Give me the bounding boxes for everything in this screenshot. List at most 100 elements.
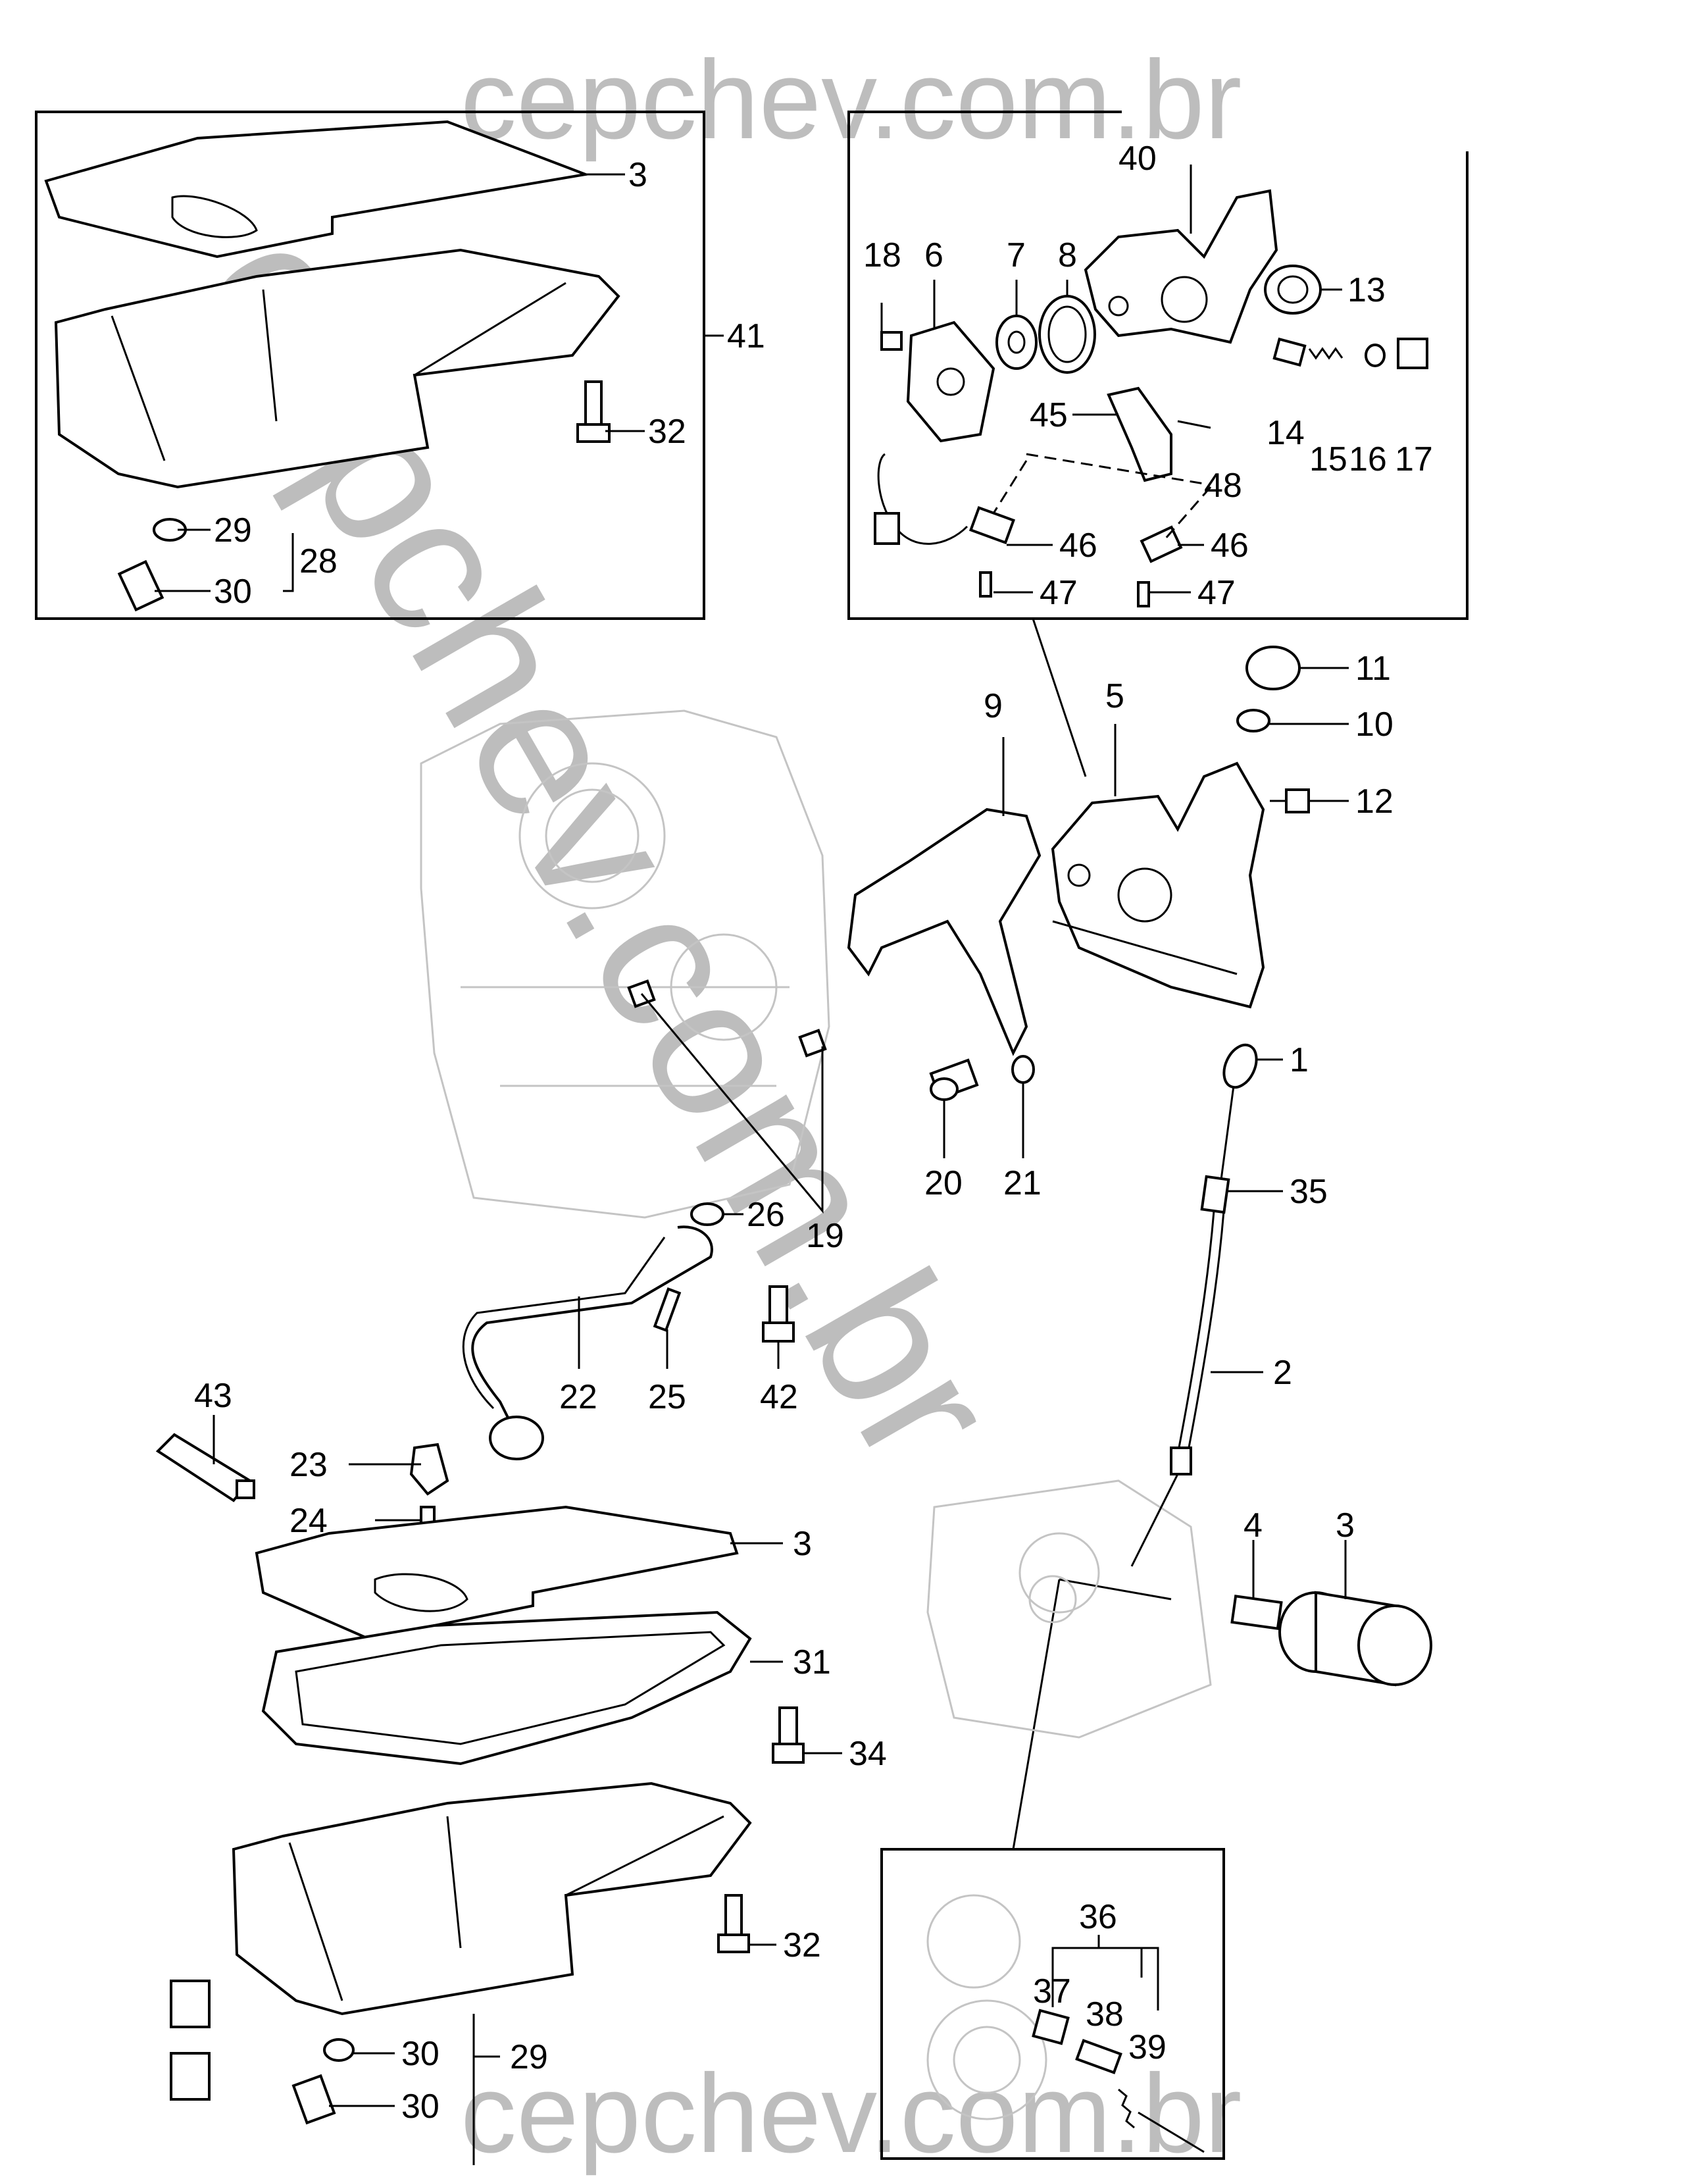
callout-29-lower: 30 xyxy=(401,2035,440,2073)
callout-31: 31 xyxy=(793,1643,831,1681)
callout-18: 17 xyxy=(1395,440,1433,478)
bolt-34 xyxy=(772,1706,805,1764)
oil-pump-housing-inset xyxy=(1084,189,1278,344)
callout-11: 10 xyxy=(1355,705,1394,744)
outer-rotor xyxy=(1038,295,1096,374)
relief-valve-parts xyxy=(1272,337,1428,369)
callout-13: 12 xyxy=(1355,782,1394,821)
drain-plug-lower xyxy=(291,2038,355,2125)
filter-nipple-5 xyxy=(1230,1595,1283,1630)
callout-42: 42 xyxy=(760,1378,798,1416)
callout-2: 2 xyxy=(1273,1354,1292,1392)
inset-pressure-valve-box xyxy=(880,1848,1225,2160)
dash-line xyxy=(1026,453,1205,485)
oil-filter-4 xyxy=(1278,1591,1432,1687)
cap-12 xyxy=(1245,646,1301,690)
callout-9: 8 xyxy=(1058,236,1077,274)
callout-19: 18 xyxy=(863,236,901,274)
dipstick xyxy=(1130,1043,1258,1567)
drain-plug-top xyxy=(117,518,187,612)
callout-12: 11 xyxy=(1355,650,1391,688)
valve-spring-39 xyxy=(1118,2088,1205,2153)
callout-3: 3 xyxy=(628,156,647,194)
bolt-42 xyxy=(762,1285,795,1343)
inset-oil-pan-box xyxy=(35,111,705,620)
callout-27: 26 xyxy=(747,1196,785,1234)
oil-pump-main xyxy=(1051,761,1265,1009)
callout-17: 16 xyxy=(1349,440,1387,478)
inset-oil-pump-box xyxy=(847,111,1469,620)
callout-28: 28 xyxy=(299,542,338,580)
cap-14 xyxy=(1264,265,1322,315)
screw-19 xyxy=(880,331,903,351)
dash-line xyxy=(992,460,1028,514)
callout-25: 24 xyxy=(289,1502,328,1540)
callout-34: 34 xyxy=(849,1735,887,1773)
callout-29: 29 xyxy=(214,511,252,550)
seal-11 xyxy=(1236,709,1270,732)
sensor-bracket-45 xyxy=(1107,386,1211,482)
pump-cover-plate xyxy=(906,320,995,443)
callout-labels: 3 41 32 29 28 30 40 18 6 7 8 13 14 15 16… xyxy=(194,140,1433,2126)
bolt-32-lower xyxy=(717,1894,750,1953)
callout-47-right: 47 xyxy=(1197,574,1236,612)
seal-ring-22 xyxy=(1011,1055,1035,1084)
callout-48: 48 xyxy=(1204,467,1242,505)
callout-45: 45 xyxy=(1030,396,1068,434)
pressure-switch-21 xyxy=(929,1058,979,1101)
sealant-tube-43 xyxy=(155,1433,255,1502)
mount-bushings xyxy=(170,1980,211,2101)
bolt-13 xyxy=(1270,788,1310,813)
callout-41: 41 xyxy=(727,317,765,355)
callout-20: 19 xyxy=(806,1217,844,1255)
callout-8: 7 xyxy=(1007,236,1026,274)
callout-43: 43 xyxy=(194,1377,232,1415)
bolt-26 xyxy=(653,1287,682,1332)
callout-6: 5 xyxy=(1105,677,1124,715)
callout-3b: 3 xyxy=(793,1525,812,1563)
dash-line xyxy=(1163,486,1212,540)
pump-gasket-10 xyxy=(847,807,1042,1056)
callout-30: 30 xyxy=(214,573,252,611)
callout-16: 15 xyxy=(1309,440,1347,478)
callout-32: 32 xyxy=(648,413,686,451)
callout-15: 14 xyxy=(1267,414,1305,452)
oil-pan-lower xyxy=(232,1781,752,2016)
callout-32-lower: 32 xyxy=(783,1926,821,1964)
callout-28-lower: 29 xyxy=(510,2038,548,2076)
valve-plug-37 xyxy=(1032,2009,1070,2045)
callout-23: 22 xyxy=(559,1378,597,1416)
callout-46-right: 46 xyxy=(1211,526,1249,565)
bolt-top xyxy=(576,380,611,443)
valve-piston-38 xyxy=(1075,2039,1122,2074)
crank-sensor-46-left xyxy=(874,453,1016,598)
inner-gear xyxy=(995,315,1038,370)
callout-10: 9 xyxy=(984,687,1003,725)
watermark-top: cepchev.com.br xyxy=(461,38,1242,163)
engine-ghost-valve-inset xyxy=(926,1894,1047,2120)
oil-pan-gasket-lower xyxy=(255,1505,739,1641)
callout-37: 37 xyxy=(1033,1972,1071,2011)
callout-40: 40 xyxy=(1118,140,1157,178)
oil-pickup-tube-23 xyxy=(462,1225,713,1460)
inset-link-line xyxy=(1012,1579,1061,1850)
crank-sensor-46-right xyxy=(1137,525,1183,607)
callout-36: 36 xyxy=(1079,1898,1117,1936)
oil-pan-gasket-31 xyxy=(261,1610,752,1766)
callout-38: 38 xyxy=(1086,1995,1124,2034)
callout-7: 6 xyxy=(924,236,943,274)
oil-pan-gasket-top xyxy=(44,120,591,259)
callout-46-left: 46 xyxy=(1059,526,1097,565)
engine-block-ghost xyxy=(420,709,830,1219)
callout-24: 23 xyxy=(289,1446,328,1484)
inset-link-line xyxy=(1059,1578,1172,1601)
o-ring-27 xyxy=(690,1202,724,1226)
engine-block-ghost-lower xyxy=(926,1479,1212,1739)
clip-24 xyxy=(409,1443,449,1496)
callout-22: 21 xyxy=(1003,1164,1042,1202)
callout-21: 20 xyxy=(924,1164,963,1202)
callout-47-left: 47 xyxy=(1040,574,1078,612)
oil-pan-top xyxy=(54,248,620,489)
callout-26: 25 xyxy=(648,1378,686,1416)
